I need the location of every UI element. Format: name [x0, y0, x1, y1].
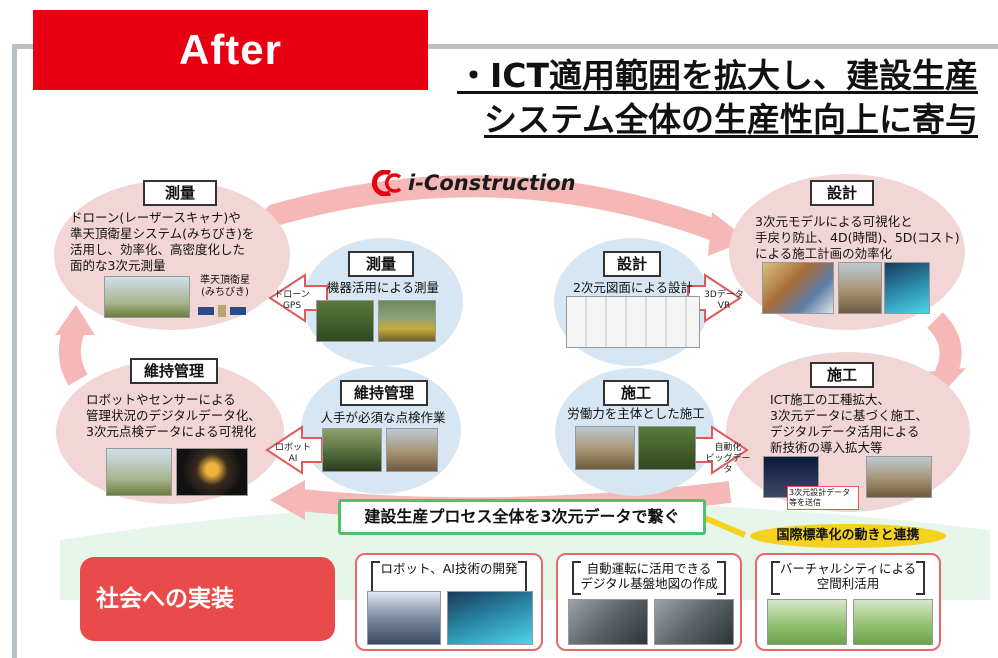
labor-photo-2	[638, 426, 696, 470]
card-digital-map: 自動運転に活用できるデジタル基盤地図の作成	[556, 553, 742, 651]
inner-desc-construction: 労働力を主体とした施工	[567, 406, 705, 421]
cycle-arrow-top-head	[708, 212, 748, 256]
inspection-photo-2	[386, 428, 438, 472]
outer-desc-maintenance: ロボットやセンサーによる 管理状況のデジタルデータ化、 3次元点検データによる可…	[86, 392, 261, 439]
cycle-arrow-right	[926, 312, 962, 380]
card-virtual-city: バーチャルシティによる空間利活用	[755, 553, 941, 651]
maintenance-drone-photo	[106, 448, 172, 496]
inner-desc-survey: 機器活用による測量	[326, 280, 440, 295]
outer-desc-construction: ICT施工の工種拡大、 3次元データに基づく施工、 デジタルデータ活用による 新…	[770, 392, 928, 455]
cycle-arrow-left	[58, 326, 88, 386]
outer-label-survey: 測量	[143, 180, 217, 206]
arrow-construction	[694, 425, 749, 475]
3d-data-banner: 建設生産プロセス全体を3次元データで繋ぐ	[338, 499, 706, 535]
card-digital-map-title: 自動運転に活用できるデジタル基盤地図の作成	[558, 561, 740, 595]
cycle-arrow-left-head	[55, 305, 95, 335]
inner-label-construction: 施工	[603, 380, 669, 406]
map-photo-1	[568, 599, 648, 645]
headline-line-1: ・ICT適用範囲を拡大し、建設生産	[456, 56, 978, 95]
survey-photo-1	[316, 300, 374, 342]
inner-label-design: 設計	[603, 251, 661, 277]
drone-photo	[104, 276, 190, 318]
outer-desc-design: 3次元モデルによる可視化と 手戻り防止、4D(時間)、5D(コスト) による施工…	[755, 214, 960, 261]
3d-model-photo-3	[884, 262, 930, 314]
cycle-arrow-right-head	[925, 368, 966, 396]
intl-standardization-label: 国際標準化の動きと連携	[776, 528, 920, 543]
headline-line-2: システム全体の生産性向上に寄与	[483, 100, 978, 139]
card-robot-ai-title: ロボット、AI技術の開発	[357, 561, 541, 595]
outer-label-maintenance: 維持管理	[130, 358, 218, 384]
ai-photo	[447, 591, 533, 645]
arrow-maintenance	[265, 425, 323, 475]
yellow-link-arrow	[698, 513, 747, 538]
inner-label-survey: 測量	[348, 251, 414, 277]
society-implementation-label: 社会への実装	[80, 557, 335, 641]
after-tab: After	[33, 10, 428, 90]
inner-label-maintenance: 維持管理	[340, 380, 428, 406]
cycle-arrow-bottom-head	[270, 480, 305, 520]
virtual-city-photo-2	[853, 599, 933, 645]
satellite-icon	[198, 302, 246, 320]
logo-text: i-Construction	[408, 171, 576, 195]
map-photo-2	[654, 599, 734, 645]
inner-desc-maintenance: 人手が必須な点検作業	[320, 410, 446, 425]
arrow-tag-construction: 自動化ビッグデータ	[705, 443, 751, 475]
3d-model-photo-1	[762, 262, 834, 314]
cycle-arrow-top	[264, 175, 731, 243]
2d-drawing-photo	[566, 296, 700, 348]
excavator-photo	[866, 456, 932, 498]
3d-model-photo-2	[838, 262, 882, 314]
card-robot-ai: ロボット、AI技術の開発	[355, 553, 543, 651]
construction-photo-caption: 3次元設計データ等を送信	[787, 486, 859, 510]
tunnel-inspection-photo	[176, 448, 248, 496]
labor-photo-1	[575, 426, 635, 470]
satellite-caption: 準天頂衛星 (みちびき)	[200, 275, 250, 298]
outer-label-construction: 施工	[810, 362, 874, 388]
intl-ellipse	[750, 524, 946, 548]
logo-mark-icon	[370, 169, 404, 197]
inspection-photo-1	[322, 428, 382, 472]
inner-desc-design: 2次元図面による設計	[572, 280, 694, 295]
outer-label-design: 設計	[810, 180, 874, 206]
headline: ・ICT適用範囲を拡大し、建設生産 システム全体の生産性向上に寄与	[457, 54, 978, 142]
i-construction-logo: i-Construction	[370, 169, 576, 197]
outer-desc-survey: ドローン(レーザースキャナ)や 準天頂衛星システム(みちびき)を 活用し、効率化…	[70, 210, 255, 273]
virtual-city-photo-1	[767, 599, 847, 645]
robot-photo	[367, 591, 441, 645]
survey-photo-2	[378, 300, 436, 342]
card-virtual-city-title: バーチャルシティによる空間利活用	[757, 561, 939, 595]
